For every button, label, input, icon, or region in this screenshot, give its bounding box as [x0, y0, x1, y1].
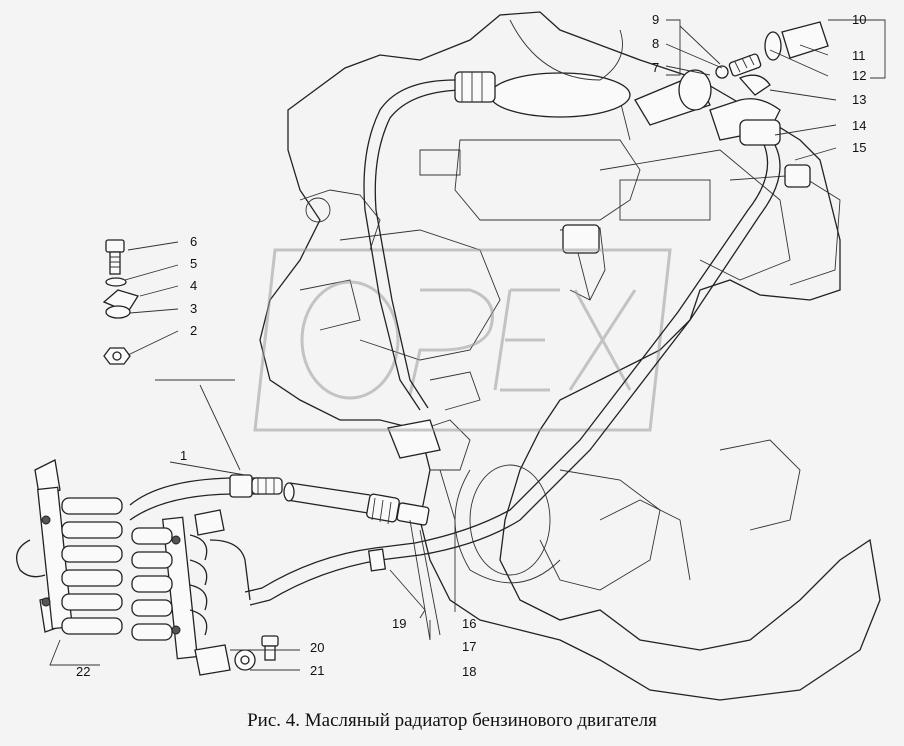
- callout-5: 5: [190, 256, 197, 271]
- callout-20: 20: [310, 640, 324, 655]
- callout-17: 17: [462, 639, 476, 654]
- callout-3: 3: [190, 301, 197, 316]
- callout-16: 16: [462, 616, 476, 631]
- callout-6: 6: [190, 234, 197, 249]
- leader-lines: [49, 19, 886, 671]
- radiator: [16, 459, 251, 676]
- callout-9: 9: [652, 12, 659, 27]
- callout-14: 14: [852, 118, 866, 133]
- main-hose: [244, 139, 781, 606]
- callout-11: 11: [852, 48, 866, 63]
- radiator-tubes: [61, 497, 208, 641]
- callout-2: 2: [190, 323, 197, 338]
- callout-12: 12: [852, 68, 866, 83]
- callout-21: 21: [310, 663, 324, 678]
- callout-4: 4: [190, 278, 197, 293]
- callout-10: 10: [852, 12, 866, 27]
- watermark-logo: [253, 248, 672, 432]
- callout-8: 8: [652, 36, 659, 51]
- callout-22: 22: [76, 664, 90, 679]
- callout-18: 18: [462, 664, 476, 679]
- valve-assembly: [634, 21, 829, 188]
- thin-tube: [363, 71, 496, 411]
- hose-assembly: [129, 474, 430, 526]
- engine-block: [259, 11, 881, 701]
- mounting-hardware: [102, 239, 279, 671]
- callout-19: 19: [392, 616, 406, 631]
- callout-13: 13: [852, 92, 866, 107]
- callout-numbers: 1 2 3 4 5 6 7 8 9 10 11 12 13 14 15 16 1…: [76, 12, 866, 679]
- callout-7: 7: [652, 60, 659, 75]
- figure-caption: Рис. 4. Масляный радиатор бензинового дв…: [247, 710, 657, 731]
- callout-1: 1: [180, 448, 187, 463]
- callout-15: 15: [852, 140, 866, 155]
